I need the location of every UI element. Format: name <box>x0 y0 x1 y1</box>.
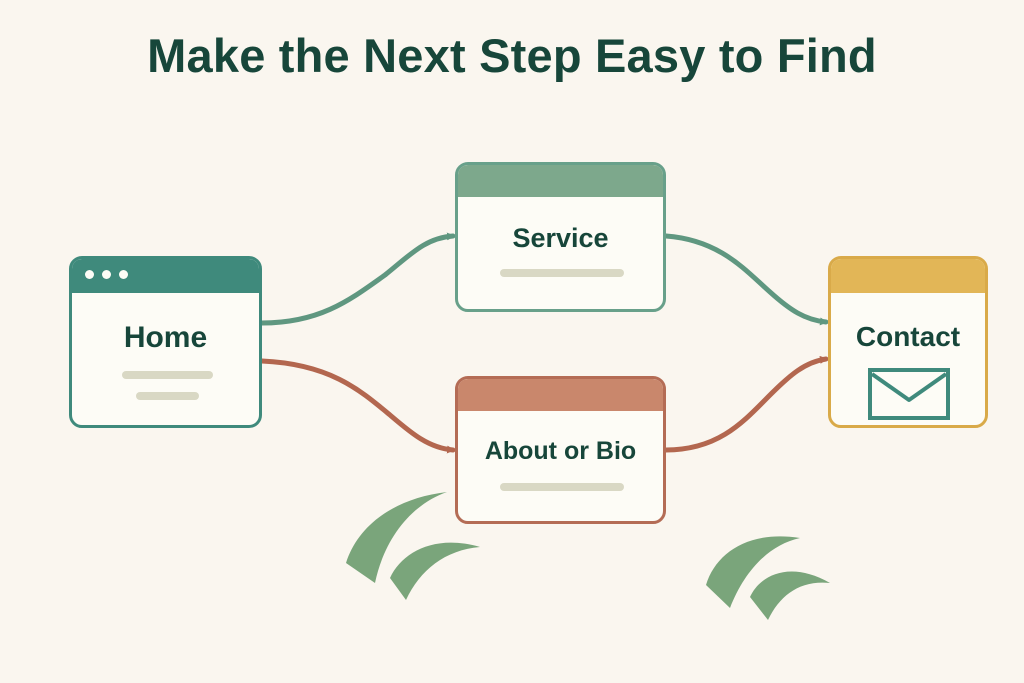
edge-about-contact <box>663 355 829 453</box>
leaf-icon <box>390 542 480 600</box>
node-contact: Contact <box>828 256 988 428</box>
window-dot-icon <box>119 270 128 279</box>
node-home: Home <box>69 256 262 428</box>
node-service: Service <box>455 162 666 312</box>
text-placeholder-line <box>122 371 213 379</box>
node-service-label: Service <box>512 223 609 253</box>
window-titlebar <box>458 379 663 411</box>
node-about-label: About or Bio <box>484 437 637 465</box>
edge-home-service <box>259 232 456 326</box>
text-placeholder-line <box>500 483 624 491</box>
page-title: Make the Next Step Easy to Find <box>147 29 877 82</box>
edge-home-about <box>259 358 456 454</box>
leaf-icon <box>346 492 447 583</box>
window-titlebar <box>458 165 663 197</box>
text-placeholder-line <box>136 392 199 400</box>
edge-service-contact <box>663 233 829 326</box>
window-dot-icon <box>102 270 111 279</box>
leaf-icon <box>750 571 830 620</box>
node-home-label: Home <box>123 321 208 354</box>
window-dot-icon <box>85 270 94 279</box>
node-about: About or Bio <box>455 376 666 524</box>
envelope-icon <box>868 368 950 420</box>
node-contact-label: Contact <box>855 321 961 352</box>
window-titlebar <box>831 259 985 293</box>
window-titlebar <box>72 259 259 293</box>
leaf-icon <box>706 536 800 608</box>
text-placeholder-line <box>500 269 624 277</box>
